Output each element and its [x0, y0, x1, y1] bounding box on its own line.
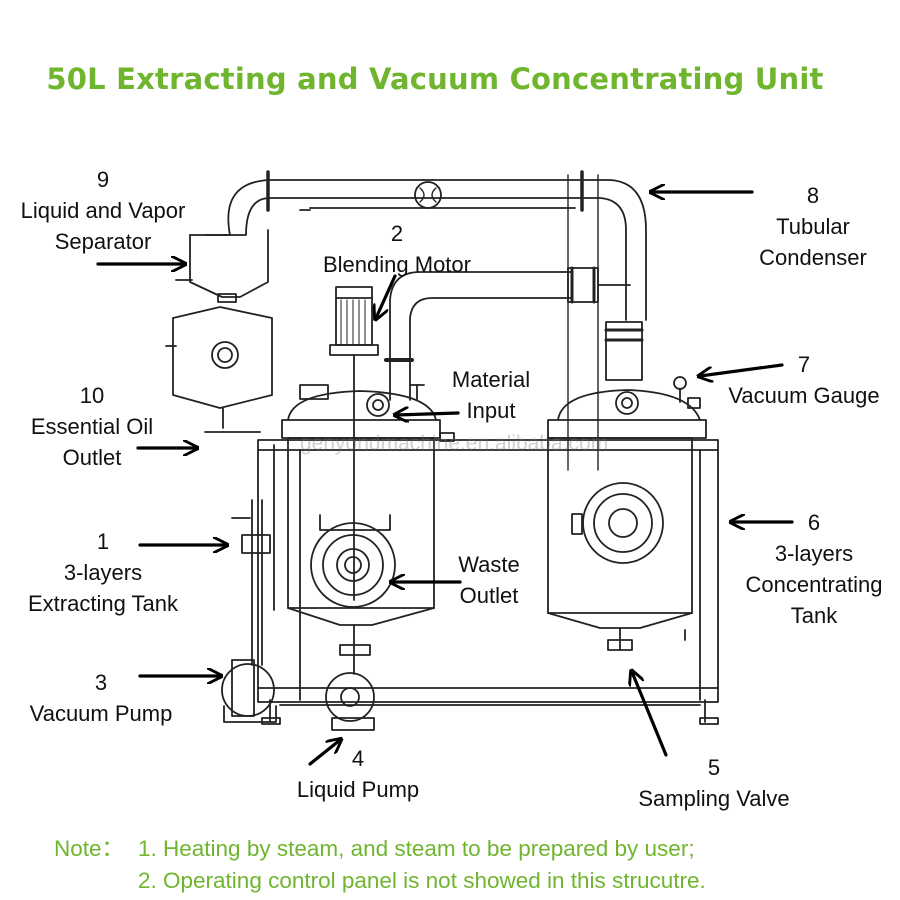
arrow-liquid-pump	[308, 740, 340, 766]
vapor-pipe	[384, 266, 631, 401]
diagram-title: 50L Extracting and Vacuum Concentrating …	[46, 62, 824, 96]
arrow-material-input	[396, 413, 460, 415]
note-prefix: Note：	[54, 836, 125, 861]
concentrating-tank	[547, 321, 707, 651]
vacuum-pump	[221, 499, 277, 723]
top-piping	[189, 170, 647, 471]
blending-motor	[329, 286, 379, 601]
extracting-tank	[273, 384, 455, 626]
note-line-1: Note： 1. Heating by steam, and steam to b…	[54, 833, 706, 865]
arrow-vacuum-gauge	[700, 363, 784, 376]
support-frame	[257, 439, 719, 725]
note-block: Note： 1. Heating by steam, and steam to b…	[54, 833, 706, 897]
watermark: genyondmachine.en.alibaba.com	[300, 432, 609, 455]
arrow-blending-motor	[376, 274, 397, 318]
note-item-1: 1. Heating by steam, and steam to be pre…	[138, 836, 695, 861]
liquid-vapor-separator	[165, 229, 273, 433]
liquid-pump	[325, 624, 375, 731]
arrow-sampling-valve	[632, 672, 668, 757]
note-item-2: 2. Operating control panel is not showed…	[138, 868, 706, 893]
